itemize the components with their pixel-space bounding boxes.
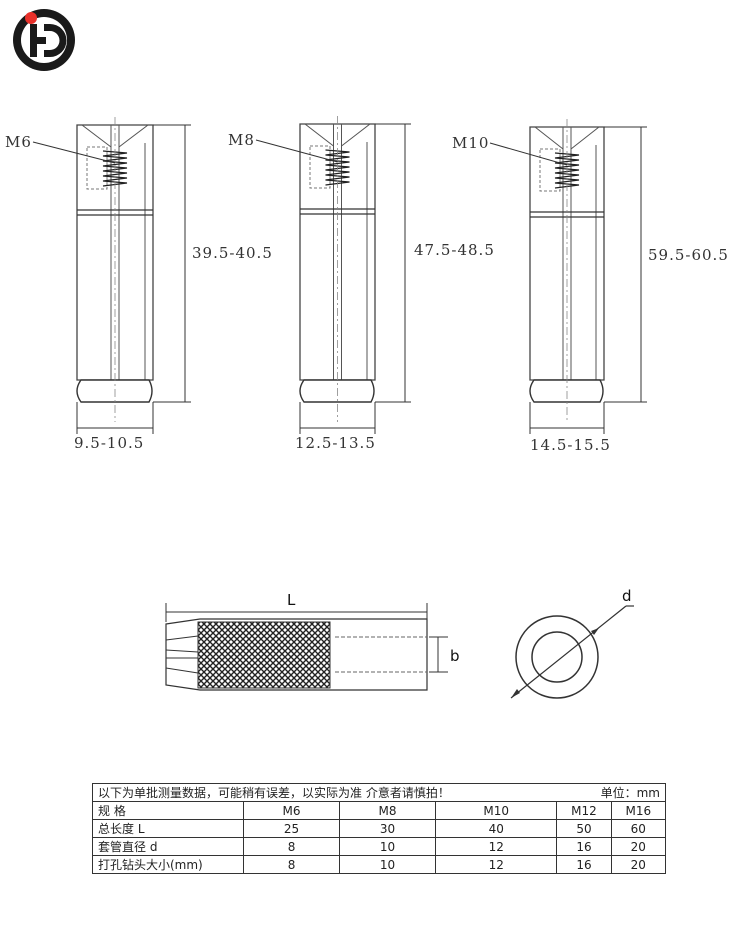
anchor-view-m6: M6 39.5-40.5 9.5-10.5 <box>5 117 273 452</box>
anchor-view-m10: M10 59.5-60.5 14.5-15.5 <box>452 119 729 454</box>
anchor-collar <box>529 379 604 403</box>
table-cell: 12 <box>435 855 558 874</box>
header-cell: M8 <box>339 801 437 820</box>
table-cell: 16 <box>556 855 612 874</box>
table-unit: 单位：mm <box>556 783 666 802</box>
table-cell: 50 <box>556 819 612 838</box>
outer-ring <box>515 615 599 699</box>
length-label-L: L <box>287 591 296 609</box>
table-cell: 60 <box>610 819 667 838</box>
table-cell: 套管直径 d <box>92 837 244 856</box>
dim-line-d <box>510 605 627 699</box>
diameter-label: 9.5-10.5 <box>74 434 144 452</box>
table-cell: 10 <box>339 837 437 856</box>
table-cell: 8 <box>242 855 341 874</box>
table-cell: 总长度 L <box>92 819 244 838</box>
table-cell: 30 <box>339 819 437 838</box>
table-cell: 20 <box>610 837 667 856</box>
table-cell: 10 <box>339 855 437 874</box>
thread-label: M6 <box>5 133 32 151</box>
anchor-views: M639.5-40.59.5-10.5M847.5-48.512.5-13.5M… <box>5 116 729 454</box>
knurled-surface <box>197 621 331 689</box>
internal-thread <box>554 152 580 189</box>
table-cell: 25 <box>242 819 341 838</box>
table-note-row: 以下为单批测量数据，可能稍有误差，以实际为准 介意者请慎拍！ 单位：mm <box>91 783 666 802</box>
internal-thread <box>102 150 128 187</box>
header-cell: M16 <box>610 801 667 820</box>
length-label: 39.5-40.5 <box>192 244 273 262</box>
table-cell: 16 <box>556 837 612 856</box>
table-cell: 40 <box>435 819 558 838</box>
table-note: 以下为单批测量数据，可能稍有误差，以实际为准 介意者请慎拍！ <box>91 783 557 802</box>
anchor-collar <box>299 379 375 403</box>
table-cell: 20 <box>610 855 667 874</box>
bore-label-b: b <box>450 647 460 665</box>
table-row: 总长度 L 25 30 40 50 60 <box>92 819 667 838</box>
header-cell: M12 <box>556 801 612 820</box>
end-view: d <box>510 587 634 699</box>
inner-bore <box>531 631 583 683</box>
logo-red-dot <box>25 12 37 24</box>
table-cell: 8 <box>242 837 341 856</box>
anchor-view-m8: M8 47.5-48.5 12.5-13.5 <box>228 116 495 452</box>
table-cell: 12 <box>435 837 558 856</box>
table-header-row: 规 格 M6 M8 M10 M12 M16 <box>92 801 667 820</box>
header-cell: M6 <box>242 801 341 820</box>
thread-label: M8 <box>228 131 255 149</box>
brand-logo: HD <box>13 9 75 71</box>
diameter-label-d: d <box>622 587 632 605</box>
length-label: 47.5-48.5 <box>414 241 495 259</box>
knurled-side-view: L b <box>165 591 460 691</box>
internal-thread <box>325 149 350 186</box>
spec-table: 以下为单批测量数据，可能稍有误差，以实际为准 介意者请慎拍！ 单位：mm 规 格… <box>91 783 667 874</box>
anchor-collar <box>76 379 153 403</box>
header-cell: 规 格 <box>92 801 244 820</box>
diameter-label: 12.5-13.5 <box>295 434 376 452</box>
table-cell: 打孔钻头大小(mm) <box>92 855 244 874</box>
thread-label: M10 <box>452 134 489 152</box>
table-row: 打孔钻头大小(mm) 8 10 12 16 20 <box>92 855 667 874</box>
length-label: 59.5-60.5 <box>648 246 729 264</box>
table-row: 套管直径 d 8 10 12 16 20 <box>92 837 667 856</box>
diameter-label: 14.5-15.5 <box>530 436 611 454</box>
header-cell: M10 <box>435 801 558 820</box>
